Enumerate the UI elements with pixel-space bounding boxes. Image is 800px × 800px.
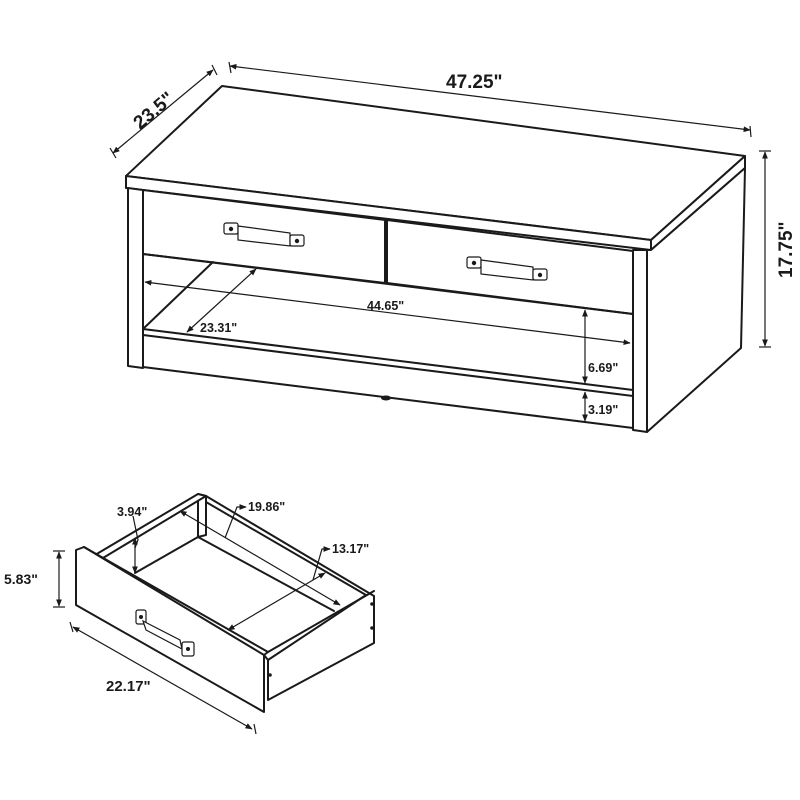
- shelf-back-left-edge: [142, 261, 214, 330]
- dim-opening-height-label: 6.69": [588, 361, 618, 375]
- dim-shelf-width-label: 44.65": [367, 299, 404, 313]
- table-right-front-leg: [632, 249, 648, 433]
- dim-drawer-height-label: 5.83": [4, 571, 38, 587]
- drawer-dimensions: [53, 504, 341, 735]
- drawer-left-side: [94, 493, 207, 559]
- coffee-table-drawing: [125, 85, 746, 433]
- shelf-front-edge: [142, 328, 634, 397]
- drawer-front-panel: [75, 546, 265, 713]
- drawer-inner-back-left: [134, 536, 199, 574]
- dim-table-height-label: 17.75": [776, 221, 797, 278]
- foot-glide: [381, 395, 391, 401]
- table-dimensions: [109, 61, 771, 422]
- dim-table-depth-label: 23.5": [130, 88, 179, 134]
- drawer-handle-left-icon: [223, 222, 305, 247]
- dim-base-clearance-label: 3.19": [588, 403, 618, 417]
- table-left-front-leg: [127, 187, 144, 369]
- dim-drawer-width-label: 22.17": [106, 678, 151, 695]
- drawer-inner-floor-right: [197, 536, 335, 612]
- drawer-dimension-labels: 5.83" 22.17" 3.94" 19.86" 13.17": [4, 500, 369, 695]
- dim-table-width-label: 47.25": [446, 72, 503, 93]
- dim-drawer-interior-width-label: 13.17": [332, 542, 369, 556]
- dim-drawer-interior-length-label: 19.86": [248, 500, 285, 514]
- dim-drawer-interior-depth-label: 3.94": [117, 505, 147, 519]
- dim-shelf-depth-label: 23.31": [200, 321, 237, 335]
